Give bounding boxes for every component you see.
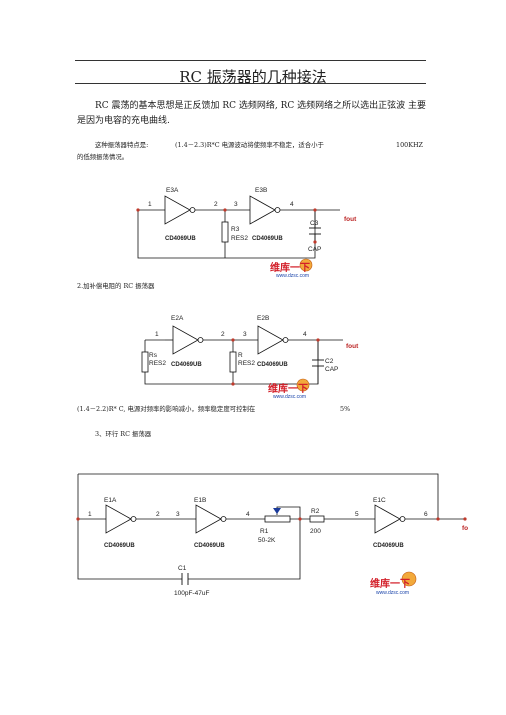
watermark-url: www.dzsc.com (273, 394, 306, 400)
resistor-rs (141, 351, 149, 373)
wiper-arrow-icon (273, 508, 281, 514)
watermark-logo: 维库一下 www.dzsc.com (370, 571, 417, 596)
junction-dot (316, 338, 320, 342)
page-title: RC 振荡器的几种接法 (179, 68, 327, 86)
capacitor-c1 (181, 573, 189, 585)
resistor-r3 (221, 221, 229, 243)
pin-number: 2 (156, 511, 160, 518)
gate-label-e1a: E1A (104, 497, 117, 504)
junction-dot (231, 338, 235, 342)
intro-paragraph: RC 震荡的基本思想是正反馈加 RC 选频网络, RC 选频网络之所以选出正弦波… (77, 99, 429, 129)
watermark-url: www.dzsc.com (376, 590, 409, 596)
pot-ref: R1 (260, 528, 269, 535)
resistor-r2-value: 200 (310, 528, 321, 535)
junction-dot (231, 382, 235, 386)
top-rule (75, 60, 426, 61)
capacitor-value: CAP (325, 366, 338, 373)
circuit-diagram-3: E1A E1B E1C CD4069UB CD4069UB CD4069UB R… (76, 473, 468, 597)
resistor-r-value: RES2 (238, 360, 255, 367)
capacitor-c3 (309, 227, 321, 235)
resistor-ref: R3 (231, 226, 240, 233)
inverter-e1b (195, 504, 227, 534)
watermark-url: www.dzsc.com (276, 273, 309, 278)
potentiometer-r1 (264, 515, 291, 523)
pin-number: 1 (155, 331, 159, 338)
chip-label: CD4069UB (252, 236, 283, 242)
junction-dot (313, 208, 317, 212)
chip-label: CD4069UB (373, 543, 404, 549)
resistor-r (229, 351, 237, 373)
inverter-e2b (257, 325, 289, 355)
section2-heading: 2.加补偿电阻的 RC 振荡器 (77, 282, 155, 290)
resistor-rs-ref: Rs (149, 352, 158, 359)
gate-label-e1c: E1C (373, 497, 386, 504)
pin-number: 3 (176, 511, 180, 518)
output-label: fout (344, 216, 357, 223)
capacitor-ref: C3 (310, 220, 319, 227)
gate-label-e2b: E2B (257, 315, 269, 322)
inverter-e1c (374, 504, 406, 534)
circuit-diagram-1: E3A E3B CD4069UB CD4069UB R3 RES2 C3 CAP… (136, 187, 357, 278)
section2-note-b: 5% (340, 405, 351, 413)
junction-dot (136, 208, 140, 212)
section2-note-a: (1.4－2.2)R* C, 电源对频率的影响减小，频率稳定度可控制在 (77, 405, 256, 413)
title-underline (75, 83, 426, 84)
capacitor-ref: C2 (325, 358, 334, 365)
gate-label-e3a: E3A (166, 187, 179, 194)
pin-number: 4 (246, 511, 250, 518)
pin-number: 2 (221, 331, 225, 338)
pin-number: 1 (148, 201, 152, 208)
inverter-e3b (249, 195, 281, 225)
chip-label: CD4069UB (104, 543, 135, 549)
junction-dot (436, 517, 440, 521)
gate-label-e2a: E2A (171, 315, 184, 322)
section1-line2: 的低频振荡情况。 (77, 153, 129, 161)
pin-number: 4 (303, 331, 307, 338)
output-label: fout (346, 343, 359, 350)
watermark-brand: 维库一下 (268, 382, 308, 395)
pin-number: 3 (243, 331, 247, 338)
pin-number: 4 (290, 201, 294, 208)
watermark-logo: 维库一下 www.dzsc.com (268, 378, 310, 400)
section1-line1-a: 这种振荡器特点是: (95, 141, 149, 149)
junction-dot (463, 517, 467, 521)
watermark-logo: 维库一下 www.dzsc.com (270, 258, 313, 278)
chip-label: CD4069UB (257, 362, 288, 368)
circuit-diagram-2: E2A E2B CD4069UB CD4069UB Rs RES2 R RES2… (141, 315, 359, 400)
capacitor-value: CAP (308, 246, 321, 253)
inverter-e1a (105, 504, 137, 534)
inverter-e2a (172, 325, 204, 355)
pin-number: 3 (234, 201, 238, 208)
watermark-brand: 维库一下 (270, 261, 310, 274)
junction-dot (298, 517, 302, 521)
junction-dot (223, 208, 227, 212)
section3-heading: 3、环行 RC 振荡器 (95, 430, 152, 438)
gate-label-e1b: E1B (194, 497, 206, 504)
capacitor-ref: C1 (178, 565, 187, 572)
pot-value: 50-2K (258, 537, 276, 544)
pin-number: 2 (214, 201, 218, 208)
resistor-rs-value: RES2 (149, 360, 166, 367)
intro-text: RC 震荡的基本思想是正反馈加 RC 选频网络, RC 选频网络之所以选出正弦波… (77, 101, 427, 126)
capacitor-c2 (312, 359, 324, 367)
gate-label-e3b: E3B (255, 187, 267, 194)
pin-number: 1 (88, 511, 92, 518)
section1-line1-b: (1.4－2.3)R*C 电源波动将使频率不稳定，适合小于 (175, 141, 324, 149)
output-label: fo (462, 525, 468, 532)
chip-label: CD4069UB (165, 236, 196, 242)
chip-label: CD4069UB (171, 362, 202, 368)
resistor-r2-ref: R2 (311, 508, 320, 515)
resistor-value: RES2 (231, 235, 248, 242)
resistor-r2 (309, 515, 325, 523)
section1-line1-c: 100KHZ (396, 141, 423, 149)
junction-dot (313, 240, 317, 244)
chip-label: CD4069UB (194, 543, 225, 549)
pin-number: 5 (355, 511, 359, 518)
inverter-e3a (164, 195, 196, 225)
junction-dot (76, 517, 80, 521)
watermark-brand: 维库一下 (370, 577, 410, 590)
resistor-r-ref: R (238, 352, 243, 359)
capacitor-value: 100pF-47uF (174, 590, 209, 597)
pin-number: 6 (424, 511, 428, 518)
